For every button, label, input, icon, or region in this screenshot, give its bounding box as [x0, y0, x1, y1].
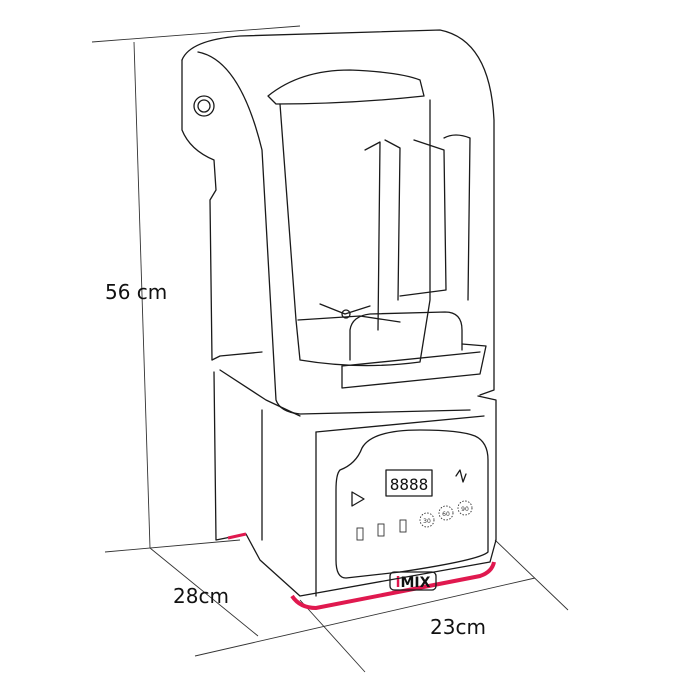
svg-text:90: 90 — [461, 506, 469, 513]
blender-jar — [267, 69, 471, 367]
width-label: 23cm — [430, 615, 486, 639]
cup-icon[interactable] — [356, 527, 364, 541]
svg-text:30: 30 — [423, 518, 431, 525]
blender-base — [213, 371, 497, 611]
brand-logo: iMIX — [389, 571, 437, 591]
program-icons — [356, 519, 407, 541]
svg-text:60: 60 — [442, 511, 450, 518]
svg-text:iMIX: iMIX — [396, 575, 431, 591]
sound-enclosure — [181, 29, 495, 417]
cup-icon[interactable] — [377, 523, 385, 537]
play-icon[interactable] — [351, 491, 365, 507]
timer-button-60[interactable]: 60 — [438, 505, 454, 521]
timer-button-90[interactable]: 90 — [457, 500, 473, 516]
base-accent-left — [227, 532, 247, 540]
timer-button-30[interactable]: 30 — [419, 512, 435, 528]
digital-display — [385, 469, 433, 497]
depth-dimension-lines — [149, 539, 569, 673]
control-panel: 8888 30 60 90 iMIX — [335, 429, 489, 591]
height-dimension-lines — [91, 25, 301, 553]
pulse-icon[interactable] — [455, 469, 467, 483]
base-accent-strip — [290, 561, 496, 611]
display-readout: 8888 — [390, 475, 429, 494]
jar-clamp — [341, 311, 487, 389]
cup-icon[interactable] — [399, 519, 407, 533]
height-label: 56 cm — [105, 280, 167, 304]
depth-label: 28cm — [173, 584, 229, 608]
